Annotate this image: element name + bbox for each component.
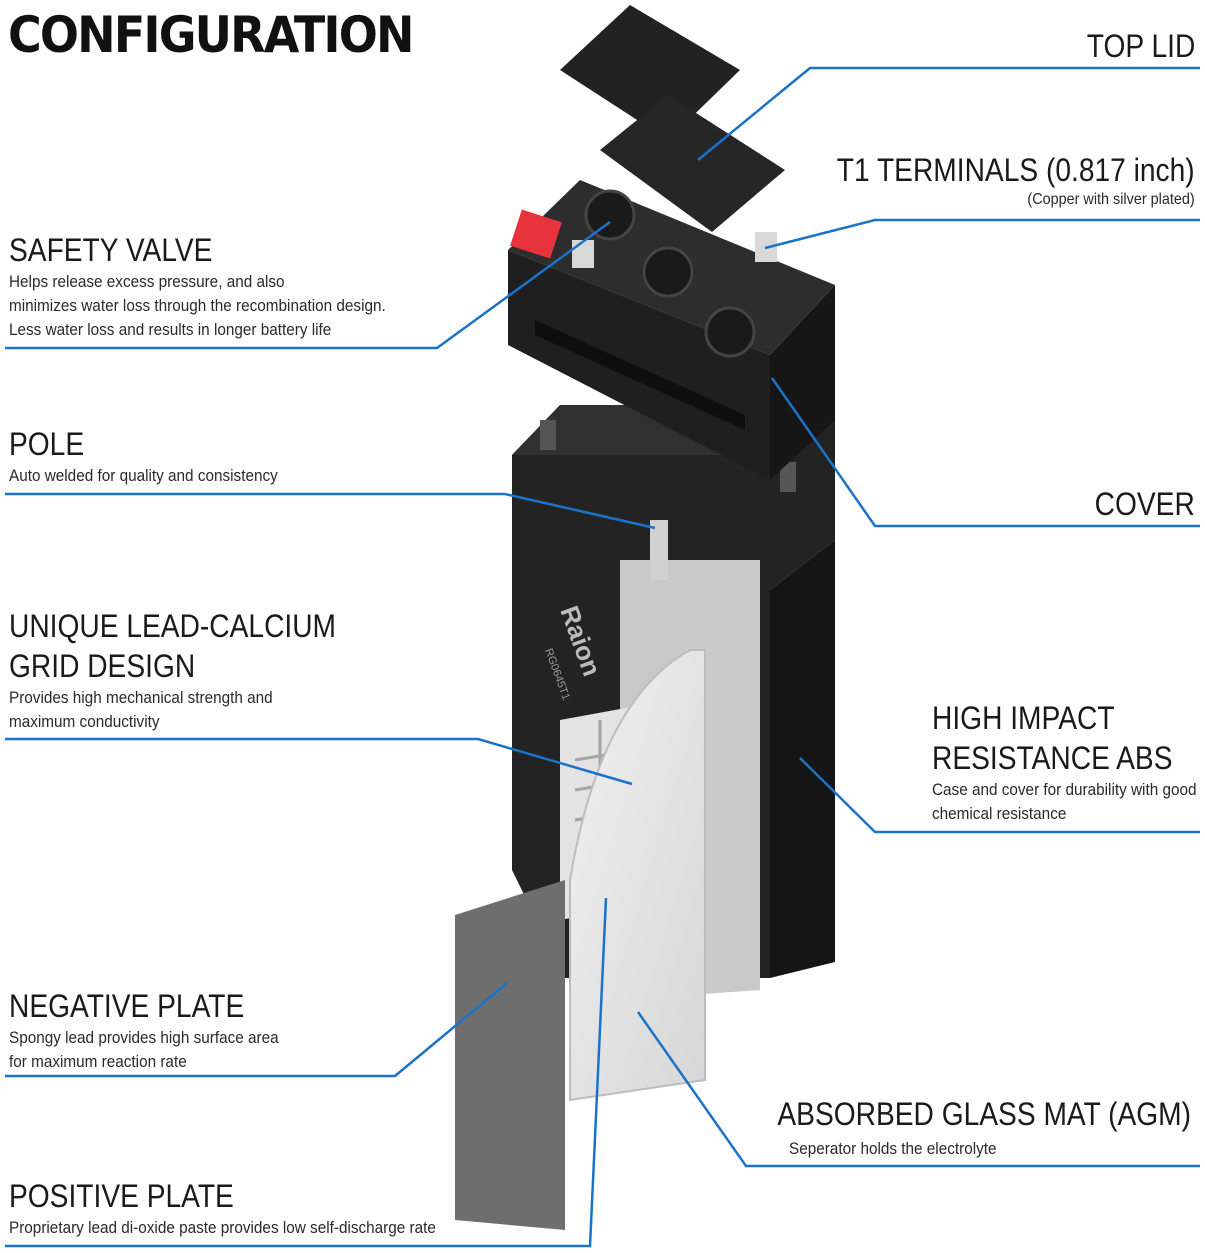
safety-valve-desc-1: Helps release excess pressure, and also xyxy=(9,272,285,291)
label-pole: POLE Auto welded for quality and consist… xyxy=(9,424,308,488)
safety-valve-desc-3: Less water loss and results in longer ba… xyxy=(9,320,332,339)
cover xyxy=(508,180,835,480)
negative-plate-heading: NEGATIVE PLATE xyxy=(9,988,245,1024)
grid-design-heading-1: UNIQUE LEAD-CALCIUM xyxy=(9,608,337,644)
valve-hole-3 xyxy=(704,306,756,358)
case-terminal-left xyxy=(540,420,556,450)
top-lid xyxy=(560,5,785,232)
positive-plate-heading: POSITIVE PLATE xyxy=(9,1178,234,1214)
callout-positive-plate xyxy=(5,897,608,1248)
label-positive-plate: POSITIVE PLATE Proprietary lead di-oxide… xyxy=(9,1176,483,1240)
agm-desc: Seperator holds the electrolyte xyxy=(789,1139,997,1158)
negative-plate xyxy=(455,880,565,1230)
grid-design-desc-2: maximum conductivity xyxy=(9,712,160,731)
pole-tab xyxy=(650,520,668,580)
label-cover: COVER xyxy=(1081,484,1195,524)
label-agm-desc: Seperator holds the electrolyte xyxy=(789,1137,1020,1161)
callout-top-lid xyxy=(697,66,1200,161)
grid-design-heading-2: GRID DESIGN xyxy=(9,648,196,684)
cover-heading: COVER xyxy=(1094,486,1195,522)
label-negative-plate: NEGATIVE PLATE Spongy lead provides high… xyxy=(9,986,309,1074)
callout-negative-plate xyxy=(5,982,508,1078)
label-safety-valve: SAFETY VALVE Helps release excess pressu… xyxy=(9,230,428,342)
page-title: CONFIGURATION xyxy=(8,6,414,64)
grid-design-desc-1: Provides high mechanical strength and xyxy=(9,688,273,707)
label-t1-terminals: T1 TERMINALS (0.817 inch) (Copper with s… xyxy=(788,150,1195,210)
negative-plate-desc-1: Spongy lead provides high surface area xyxy=(9,1028,279,1047)
callout-agm xyxy=(636,1011,1200,1168)
callout-high-impact xyxy=(799,757,1200,834)
callout-pole xyxy=(5,492,656,530)
label-high-impact: HIGH IMPACT RESISTANCE ABS Case and cove… xyxy=(932,698,1205,826)
agm-separator xyxy=(569,649,706,1102)
negative-plate-desc-2: for maximum reaction rate xyxy=(9,1052,187,1071)
safety-valve-desc-2: minimizes water loss through the recombi… xyxy=(9,296,386,315)
callout-lines xyxy=(5,66,1200,1248)
label-top-lid: TOP LID xyxy=(1072,26,1195,66)
label-grid-design: UNIQUE LEAD-CALCIUM GRID DESIGN Provides… xyxy=(9,606,381,734)
top-lid-heading: TOP LID xyxy=(1086,28,1195,64)
high-impact-desc-2: chemical resistance xyxy=(932,804,1067,823)
case-terminal-right xyxy=(780,462,796,492)
positive-plate-desc: Proprietary lead di-oxide paste provides… xyxy=(9,1218,436,1237)
high-impact-heading-1: HIGH IMPACT xyxy=(932,700,1115,736)
callout-safety-valve xyxy=(5,220,611,350)
label-agm: ABSORBED GLASS MAT (AGM) xyxy=(721,1094,1191,1134)
pole-heading: POLE xyxy=(9,426,85,462)
t1-terminals-desc: (Copper with silver plated) xyxy=(1027,191,1195,208)
callout-t1-terminals xyxy=(764,218,1200,250)
high-impact-desc-1: Case and cover for durability with good xyxy=(932,780,1197,799)
callout-cover xyxy=(770,377,1200,528)
red-terminal-cap xyxy=(510,209,562,259)
agm-heading: ABSORBED GLASS MAT (AGM) xyxy=(777,1096,1191,1132)
t1-terminal-left xyxy=(572,240,594,268)
safety-valve-heading: SAFETY VALVE xyxy=(9,232,213,268)
valve-hole-2 xyxy=(642,246,694,298)
t1-terminals-heading: T1 TERMINALS (0.817 inch) xyxy=(837,152,1195,188)
pole-desc: Auto welded for quality and consistency xyxy=(9,466,278,485)
callout-grid-design xyxy=(5,737,633,786)
high-impact-heading-2: RESISTANCE ABS xyxy=(932,740,1173,776)
valve-hole-1 xyxy=(584,189,636,241)
